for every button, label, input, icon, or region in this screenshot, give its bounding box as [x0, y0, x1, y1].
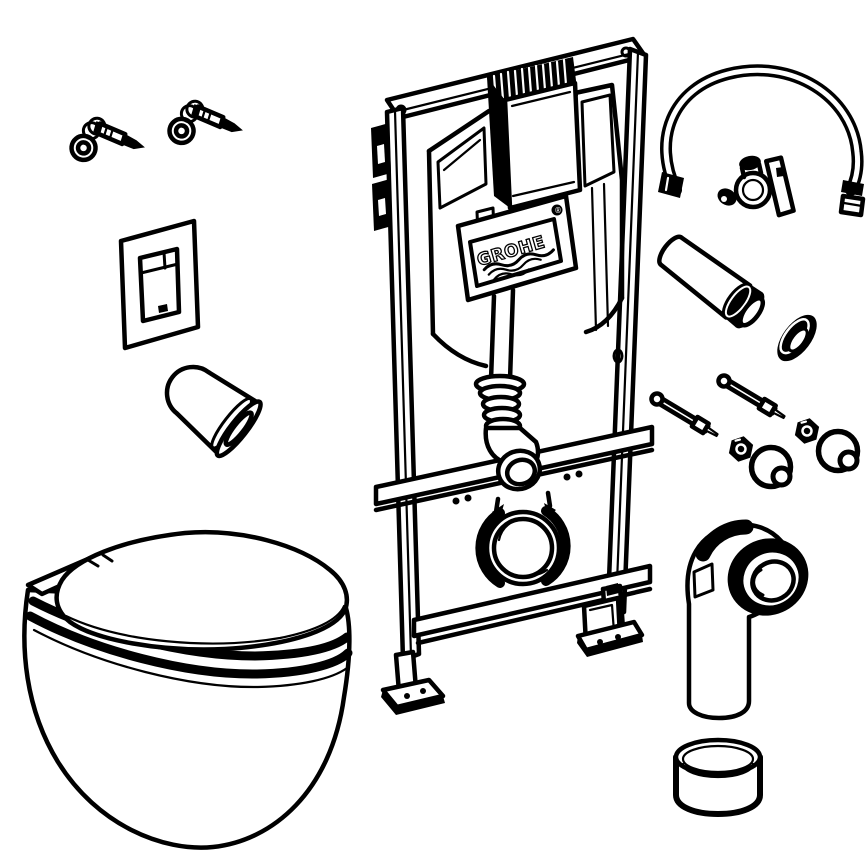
flush-pipe-wall-sleeve: [164, 364, 263, 459]
flush-pipe-seal-ring: [777, 314, 817, 362]
wall-anchor-bolt: [168, 99, 245, 149]
registered-trademark-dot: [551, 204, 563, 216]
angle-stop-valve: [717, 155, 796, 218]
frame-foot-left: [380, 649, 446, 715]
frame-foot-right: [575, 583, 645, 657]
hex-nut: [792, 414, 822, 448]
flush-actuation-plate: [118, 218, 201, 351]
mounting-stud: [716, 373, 786, 421]
installation-frame-with-concealed-cistern: GROHE ®: [371, 36, 655, 715]
wall-hung-toilet-with-seat: [22, 529, 353, 850]
flexible-supply-hose: [658, 64, 866, 218]
cover-cap: [819, 432, 858, 471]
waste-outlet-bracket: [475, 490, 571, 588]
cover-cap: [752, 448, 791, 487]
flush-pipe: [657, 234, 766, 329]
flush-bend: [473, 373, 543, 492]
outlet-elbow-with-seal: [685, 519, 809, 721]
outlet-connection-sleeve: [673, 737, 763, 817]
wall-anchor-bolt: [70, 116, 147, 166]
concealed-cistern: GROHE ®: [426, 57, 625, 383]
registered-trademark-glyph: ®: [554, 206, 562, 215]
mounting-stud: [649, 391, 719, 439]
